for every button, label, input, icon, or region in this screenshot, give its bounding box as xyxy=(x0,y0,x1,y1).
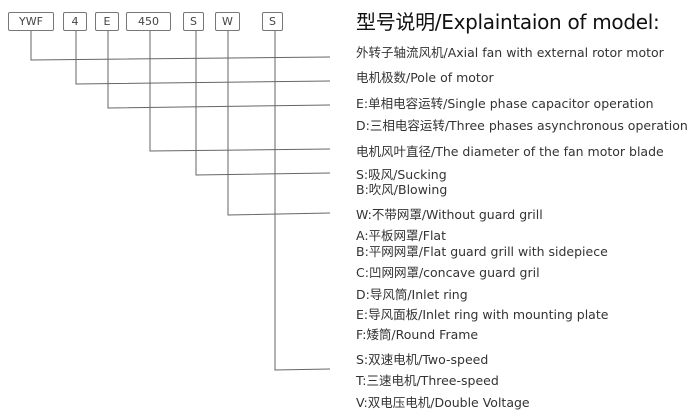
description: W:不带网罩/Without guard grill xyxy=(356,207,543,222)
connector-diameter xyxy=(149,31,331,152)
code-box-phase: E xyxy=(95,12,119,31)
page-title: 型号说明/Explaintaion of model: xyxy=(356,10,660,34)
description: C:凹网网罩/concave guard gril xyxy=(356,265,540,280)
description: E:单相电容运转/Single phase capacitor operatio… xyxy=(356,96,654,111)
description: A:平板网罩/Flat xyxy=(356,228,446,243)
code-box-guard: W xyxy=(215,12,240,31)
description: E:导风面板/Inlet ring with mounting plate xyxy=(356,307,609,322)
connector-airflow xyxy=(195,31,331,176)
description: S:双速电机/Two-speed xyxy=(356,352,489,367)
description: 电机风叶直径/The diameter of the fan motor bla… xyxy=(356,144,664,159)
description: 外转子轴流风机/Axial fan with external rotor mo… xyxy=(356,45,664,60)
connector-poles xyxy=(75,31,331,85)
description: B:吹风/Blowing xyxy=(356,182,448,197)
description: V:双电压电机/Double Voltage xyxy=(356,395,530,410)
description: D:导风筒/Inlet ring xyxy=(356,287,468,302)
connector-speed xyxy=(274,31,331,371)
code-box-airflow: S xyxy=(183,12,204,31)
description: B:平网网罩/Flat guard grill with sidepiece xyxy=(356,244,608,259)
description: F:矮筒/Round Frame xyxy=(356,327,479,342)
code-box-ywf: YWF xyxy=(8,12,54,31)
connector-guard xyxy=(227,31,331,216)
description: 电机极数/Pole of motor xyxy=(356,70,494,85)
code-box-diameter: 450 xyxy=(126,12,171,31)
code-box-speed: S xyxy=(262,12,283,31)
description: T:三速电机/Three-speed xyxy=(356,373,499,388)
description: D:三相电容运转/Three phases asynchronous opera… xyxy=(356,118,688,133)
description: S:吸风/Sucking xyxy=(356,167,447,182)
connector-ywf xyxy=(30,31,331,61)
connector-phase xyxy=(107,31,331,109)
code-box-poles: 4 xyxy=(63,12,87,31)
